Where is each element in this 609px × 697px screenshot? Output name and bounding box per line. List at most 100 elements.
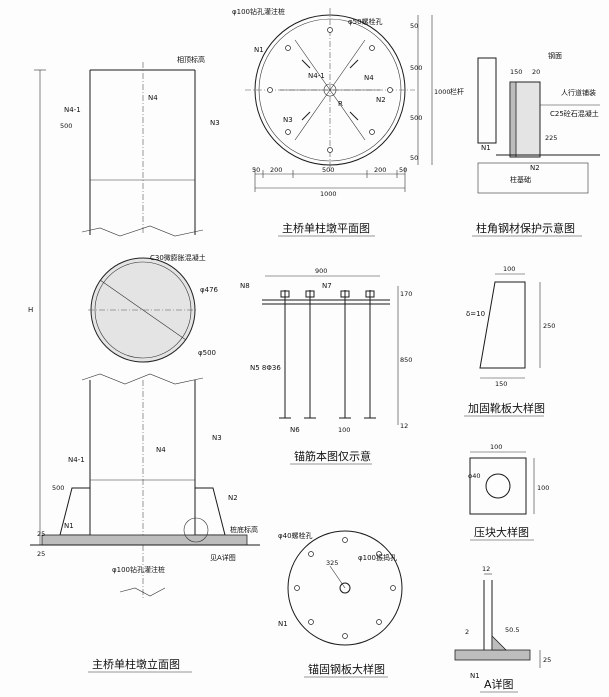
- anchor-dim-100: 100: [338, 426, 350, 434]
- elev-top-tag: 相顶标高: [177, 55, 205, 64]
- bolt-hole: [369, 129, 375, 135]
- detail-dim-25: 25: [543, 656, 551, 664]
- elev-a-tag: 见A详图: [210, 553, 236, 562]
- anchor-dim-850: 850: [400, 356, 412, 364]
- elev-n3b: N3: [212, 434, 222, 442]
- plate-bolt-label: φ40螺栓孔: [278, 531, 313, 540]
- plan-vdim-50a: 50: [410, 22, 418, 30]
- base-plate: [41, 534, 248, 546]
- plate-bolt: [342, 633, 348, 639]
- elev-h: H: [28, 306, 33, 314]
- corner-curb: 栏杆: [450, 87, 464, 96]
- detail-n1: N1: [470, 672, 480, 680]
- plan-view: φ100钻孔灌注桩 φ50螺栓孔 N1 N2 N3 N4 N4-1 R 50 2…: [232, 7, 451, 237]
- bolt-hole: [285, 45, 291, 51]
- plate-circle: [287, 530, 403, 646]
- rebar-line: [329, 89, 366, 141]
- corner-view: 栏杆 钢面 人行道铺装 C25砼石混凝土 柱基础 N1 N2 150 20 22…: [450, 51, 600, 237]
- section-diagonal: [99, 279, 187, 341]
- pressure-dim-100h: 100: [490, 443, 502, 451]
- plate-hole-label: φ100振捣孔: [358, 553, 397, 562]
- elev-bottom-label: φ100钻孔灌注桩: [112, 565, 165, 574]
- anchor-bars: [279, 290, 376, 419]
- pressure-dim-40: φ40: [468, 472, 481, 480]
- plan-dim-1000: 1000: [320, 190, 337, 198]
- gusset-right: [195, 487, 226, 536]
- plan-r: R: [338, 100, 343, 108]
- elev-base-tag: 桩底标高: [230, 525, 258, 534]
- anchor-dim-900: 900: [315, 267, 327, 275]
- break-line: [119, 587, 166, 597]
- plan-vdim-50b: 50: [410, 154, 418, 162]
- elev-n4b: N4: [156, 446, 166, 454]
- plate-bolt: [376, 551, 382, 557]
- nut: [305, 290, 315, 298]
- elev-c30: C30微膨胀混凝土: [150, 253, 206, 262]
- break-line: [81, 225, 204, 237]
- bolt-hole: [285, 129, 291, 135]
- pressure-dim-100v: 100: [537, 484, 549, 492]
- plan-dim-500: 500: [322, 166, 334, 174]
- corner-conc: C25砼石混凝土: [550, 109, 599, 118]
- bolt-hole: [267, 87, 273, 93]
- anchor-view: 900 N8 N7 170 850 12 N5 8Φ36 N6 100 锚筋本图…: [240, 267, 412, 465]
- plate-dim-325: 325: [326, 559, 338, 567]
- slot-mark: [301, 59, 311, 69]
- gusset-delta: δ=10: [466, 310, 485, 318]
- elev-d500: φ500: [198, 349, 216, 357]
- gusset-title: 加固靴板大样图: [468, 401, 545, 415]
- corner-steel: 钢面: [548, 51, 562, 60]
- pressure-view: φ40 100 100 压块大样图: [468, 443, 549, 541]
- plan-dim-200a: 200: [270, 166, 282, 174]
- plan-dim-50a: 50: [252, 166, 260, 174]
- elev-n2: N2: [228, 494, 238, 502]
- corner-dim-20: 20: [532, 68, 540, 76]
- detail-title: A详图: [484, 677, 514, 691]
- anchor-title: 锚筋本图仅示意: [294, 449, 371, 463]
- corner-n2: N2: [530, 164, 540, 172]
- elev-dim-25b: 25: [37, 550, 45, 558]
- bolt-hole: [327, 147, 333, 153]
- elev-n41: N4-1: [64, 106, 81, 114]
- anchor-n5: N5 8Φ36: [250, 364, 281, 372]
- plan-dim-50b: 50: [399, 166, 407, 174]
- plate-bolt: [308, 551, 314, 557]
- plate-view: φ40螺栓孔 325 φ100振捣孔 N1 锚固钢板大样图: [278, 530, 403, 678]
- plan-top-label: φ100钻孔灌注桩: [232, 7, 285, 16]
- gusset-shape: [479, 281, 526, 369]
- plate-bolt: [376, 619, 382, 625]
- plate-center-hole: [339, 582, 351, 594]
- corner-dim-150: 150: [510, 68, 522, 76]
- corner-base: 柱基础: [510, 175, 531, 184]
- plan-n41: N4-1: [308, 72, 325, 80]
- nut: [280, 290, 290, 298]
- elev-n4: N4: [148, 94, 158, 102]
- plate-bolt: [308, 619, 314, 625]
- plan-vdim-1000: 1000: [434, 88, 451, 96]
- gusset-view: 100 δ=10 250 150 加固靴板大样图: [464, 265, 555, 417]
- gusset-dim-150: 150: [495, 380, 507, 388]
- anchor-dim-170: 170: [400, 290, 412, 298]
- bolt-hole: [387, 87, 393, 93]
- plate-bolt: [390, 585, 396, 591]
- plan-n3: N3: [283, 116, 293, 124]
- elev-dim-25a: 25: [37, 530, 45, 538]
- elev-title: 主桥单柱墩立面图: [92, 657, 180, 671]
- detail-a-view: 12 2 50.5 N1 25 A详图: [454, 565, 551, 693]
- anchor-n6: N6: [290, 426, 300, 434]
- plan-vdim-500a: 500: [410, 64, 422, 72]
- bolt-hole: [369, 45, 375, 51]
- rebar-line: [329, 39, 366, 91]
- slot-mark: [301, 111, 311, 121]
- detail-dim-12: 12: [482, 565, 490, 573]
- detail-dim-2: 2: [465, 628, 469, 636]
- plan-dim-200b: 200: [374, 166, 386, 174]
- elev-n41b: N4-1: [68, 456, 85, 464]
- break-line: [81, 373, 204, 385]
- anchor-dim-12: 12: [400, 422, 408, 430]
- corner-n1: N1: [481, 144, 491, 152]
- anchor-n8: N8: [240, 282, 250, 290]
- elev-n3: N3: [210, 119, 220, 127]
- plan-n1: N1: [254, 46, 264, 54]
